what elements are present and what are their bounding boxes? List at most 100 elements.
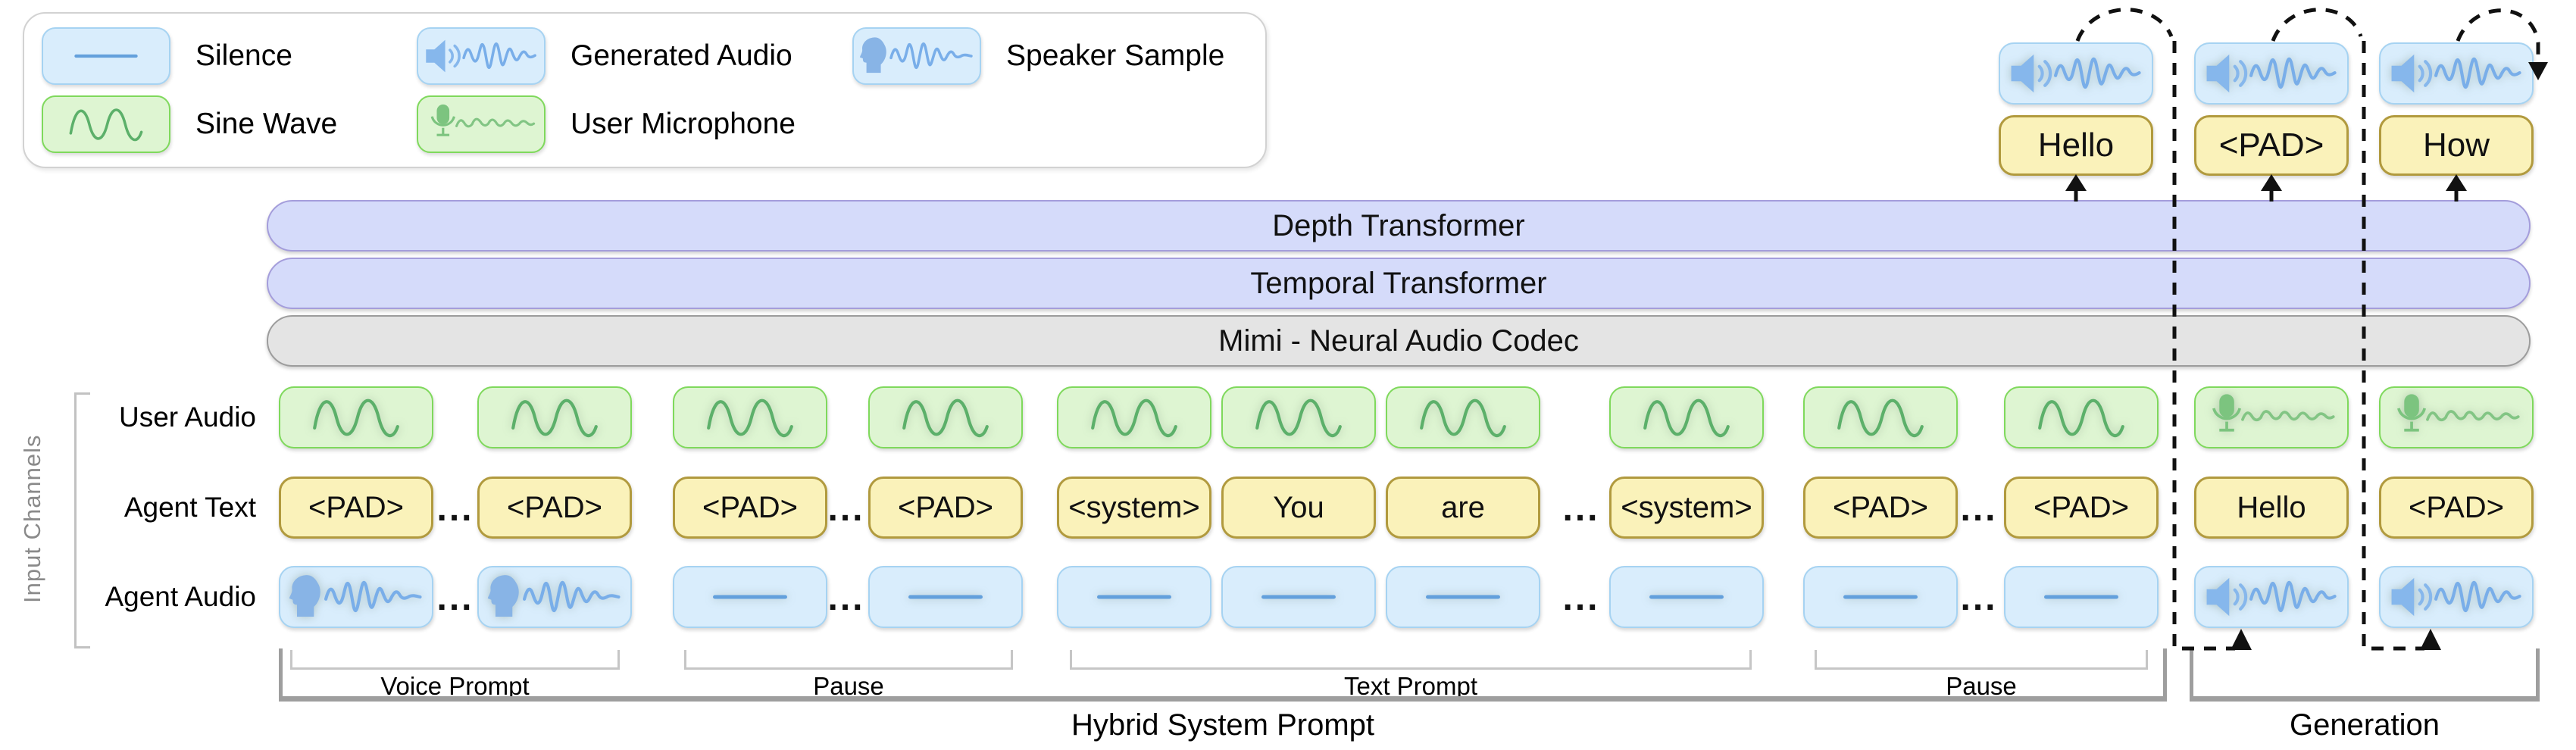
agent-text-token: <PAD>: [868, 477, 1023, 539]
token-label: <system>: [1621, 490, 1752, 524]
agent-text-token: <PAD>: [279, 477, 433, 539]
output-token-1-label: Hello: [2037, 127, 2115, 164]
agent-text-token: <PAD>: [673, 477, 827, 539]
voice-prompt-label: Voice Prompt: [380, 672, 530, 700]
agent-audio-cell: [1057, 566, 1211, 628]
token-label: <PAD>: [2034, 490, 2129, 524]
output-token-3: How: [2379, 115, 2534, 176]
token-label: <PAD>: [702, 490, 798, 524]
input-channels-bracket: [74, 392, 90, 648]
generation-label: Generation: [2290, 708, 2440, 742]
output-audio-1: [1999, 42, 2153, 105]
generated-audio-icon: [417, 27, 546, 85]
legend-label-silence: Silence: [195, 39, 292, 72]
agent-audio-cell: [2194, 566, 2349, 628]
agent-audio-cell: [1386, 566, 1540, 628]
user-audio-cell: [2194, 386, 2349, 448]
agent-text-token: <PAD>: [2379, 477, 2534, 539]
output-arrowhead-3: [2446, 174, 2467, 191]
token-label: <PAD>: [1833, 490, 1928, 524]
agent-audio-cell: [279, 566, 433, 628]
agent-audio-cell: [1609, 566, 1764, 628]
sine-wave-icon: [42, 95, 170, 153]
user-audio-cell: [477, 386, 632, 448]
feedback-arc-2: [2271, 8, 2363, 42]
mimi-codec-bar: Mimi - Neural Audio Codec: [267, 315, 2531, 367]
feedback-arrowhead-up-1: [2231, 629, 2252, 650]
output-audio-2: [2194, 42, 2349, 105]
user-audio-cell: [279, 386, 433, 448]
agent-text-token: <system>: [1609, 477, 1764, 539]
output-arrowhead-2: [2261, 174, 2282, 191]
user-audio-cell: [1609, 386, 1764, 448]
token-label: <PAD>: [507, 490, 602, 524]
agent-text-token: <PAD>: [1803, 477, 1958, 539]
output-token-2: <PAD>: [2194, 115, 2349, 176]
agent-audio-cell: [1221, 566, 1376, 628]
agent-audio-cell: [477, 566, 632, 628]
input-channels-label: Input Channels: [19, 434, 45, 604]
agent-text-token: <system>: [1057, 477, 1211, 539]
speaker-sample-icon: [852, 27, 981, 85]
legend-label-speaker-sample: Speaker Sample: [1006, 39, 1225, 72]
agent-text-token: You: [1221, 477, 1376, 539]
output-token-2-label: <PAD>: [2218, 127, 2324, 164]
pause-bracket-2: [1815, 650, 2148, 670]
user-audio-cell: [2379, 386, 2534, 448]
token-label: <system>: [1068, 490, 1200, 524]
user-microphone-icon: [417, 95, 546, 153]
pause-label-1: Pause: [813, 672, 884, 700]
agent-audio-cell: [2004, 566, 2159, 628]
ellipsis: ...: [436, 489, 474, 529]
agent-text-token: Hello: [2194, 477, 2349, 539]
pause-bracket-1: [684, 650, 1013, 670]
ellipsis: ...: [827, 489, 865, 529]
user-audio-cell: [1386, 386, 1540, 448]
ellipsis: ...: [436, 578, 474, 618]
agent-audio-cell: [2379, 566, 2534, 628]
temporal-transformer-bar: Temporal Transformer: [267, 258, 2531, 309]
legend-label-sine-wave: Sine Wave: [195, 108, 338, 140]
agent-text-token: are: [1386, 477, 1540, 539]
agent-audio-cell: [868, 566, 1023, 628]
pause-label-2: Pause: [1946, 672, 2017, 700]
user-audio-cell: [1057, 386, 1211, 448]
row-label-user-audio: User Audio: [119, 402, 256, 433]
ellipsis: ...: [1960, 489, 1998, 529]
user-audio-cell: [1803, 386, 1958, 448]
token-label: are: [1441, 490, 1485, 524]
ellipsis: ...: [1562, 578, 1600, 618]
token-label: <PAD>: [2409, 490, 2504, 524]
output-token-3-label: How: [2422, 127, 2490, 164]
ellipsis: ...: [1562, 489, 1600, 529]
feedback-arc-1: [2075, 8, 2174, 42]
legend-panel: [23, 12, 1267, 168]
user-audio-cell: [2004, 386, 2159, 448]
agent-text-token: <PAD>: [2004, 477, 2159, 539]
user-audio-cell: [1221, 386, 1376, 448]
hybrid-system-prompt-bracket: [279, 648, 2167, 702]
ellipsis: ...: [1960, 578, 1998, 618]
generation-bracket: [2190, 648, 2540, 702]
ellipsis: ...: [827, 578, 865, 618]
text-prompt-label: Text Prompt: [1343, 672, 1478, 700]
token-label: <PAD>: [898, 490, 993, 524]
legend-label-generated-audio: Generated Audio: [571, 39, 792, 72]
output-audio-3: [2379, 42, 2534, 105]
output-arrowhead-1: [2065, 174, 2087, 191]
row-label-agent-audio: Agent Audio: [105, 581, 256, 612]
depth-transformer-bar: Depth Transformer: [267, 200, 2531, 252]
token-label: <PAD>: [308, 490, 404, 524]
token-label: You: [1273, 490, 1324, 524]
user-audio-cell: [673, 386, 827, 448]
silence-icon: [42, 27, 170, 85]
user-audio-cell: [868, 386, 1023, 448]
agent-audio-cell: [1803, 566, 1958, 628]
hybrid-system-prompt-label: Hybrid System Prompt: [1071, 708, 1375, 742]
token-label: Hello: [2237, 490, 2306, 524]
legend-label-user-microphone: User Microphone: [571, 108, 796, 140]
row-label-agent-text: Agent Text: [123, 492, 256, 523]
output-token-1: Hello: [1999, 115, 2153, 176]
text-prompt-bracket: [1070, 650, 1752, 670]
